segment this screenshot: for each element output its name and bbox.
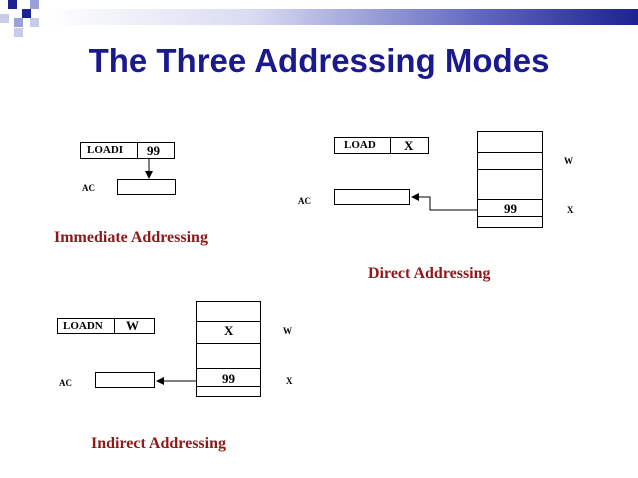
direct-instruction-box xyxy=(334,137,429,154)
immediate-instruction-divider xyxy=(137,142,138,159)
indirect-memory-w-value: X xyxy=(224,323,234,338)
immediate-ac-register xyxy=(117,179,176,195)
direct-x-label: X xyxy=(567,205,574,215)
direct-opcode: LOAD xyxy=(344,139,376,151)
indirect-memory-x-value: 99 xyxy=(222,371,235,386)
indirect-instruction-box xyxy=(57,318,155,334)
direct-caption: Direct Addressing xyxy=(368,265,491,282)
immediate-opcode: LOADI xyxy=(87,144,124,156)
indirect-instruction-divider xyxy=(114,318,115,334)
direct-memory xyxy=(477,131,543,228)
indirect-opcode: LOADN xyxy=(63,320,103,332)
immediate-instruction-box xyxy=(80,142,175,159)
direct-ac-register xyxy=(334,189,410,205)
direct-ac-label: AC xyxy=(298,196,311,206)
immediate-ac-label: AC xyxy=(82,183,95,193)
immediate-operand: 99 xyxy=(147,143,160,158)
direct-memory-value: 99 xyxy=(504,201,517,216)
direct-operand: X xyxy=(404,138,414,153)
indirect-operand: W xyxy=(126,318,139,333)
indirect-memory xyxy=(196,301,261,397)
slide-title: The Three Addressing Modes xyxy=(88,42,550,79)
indirect-ac-label: AC xyxy=(59,378,72,388)
direct-w-label: W xyxy=(564,156,573,166)
direct-arrow xyxy=(411,193,477,211)
indirect-caption: Indirect Addressing xyxy=(91,435,226,452)
indirect-w-label: W xyxy=(283,326,292,336)
indirect-x-label: X xyxy=(286,376,293,386)
indirect-ac-register xyxy=(95,372,155,388)
header-gradient-bar xyxy=(44,9,638,25)
direct-instruction-divider xyxy=(390,137,391,154)
immediate-caption: Immediate Addressing xyxy=(54,229,208,246)
